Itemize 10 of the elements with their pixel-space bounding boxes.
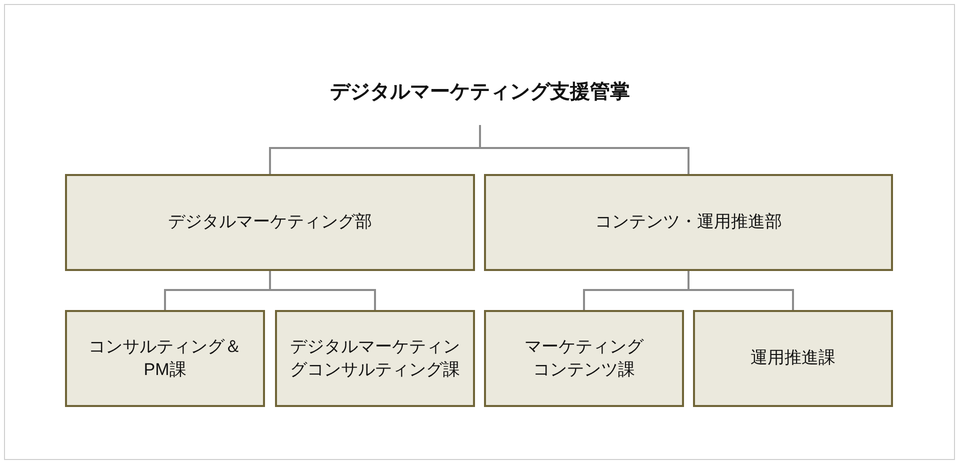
connector-line [688,271,794,310]
department-box: コンテンツ・運用推進部 [484,174,893,271]
department-box: デジタルマーケティング部 [65,174,475,271]
section-box: マーケティングコンテンツ課 [484,310,684,407]
section-box: コンサルティング＆PM課 [65,310,265,407]
section-box: 運用推進課 [693,310,893,407]
connector-line [479,125,690,174]
section-box: デジタルマーケティングコンサルティング課 [275,310,475,407]
connector-line [269,271,376,310]
heading: デジタルマーケティング支援管掌 [330,81,630,104]
